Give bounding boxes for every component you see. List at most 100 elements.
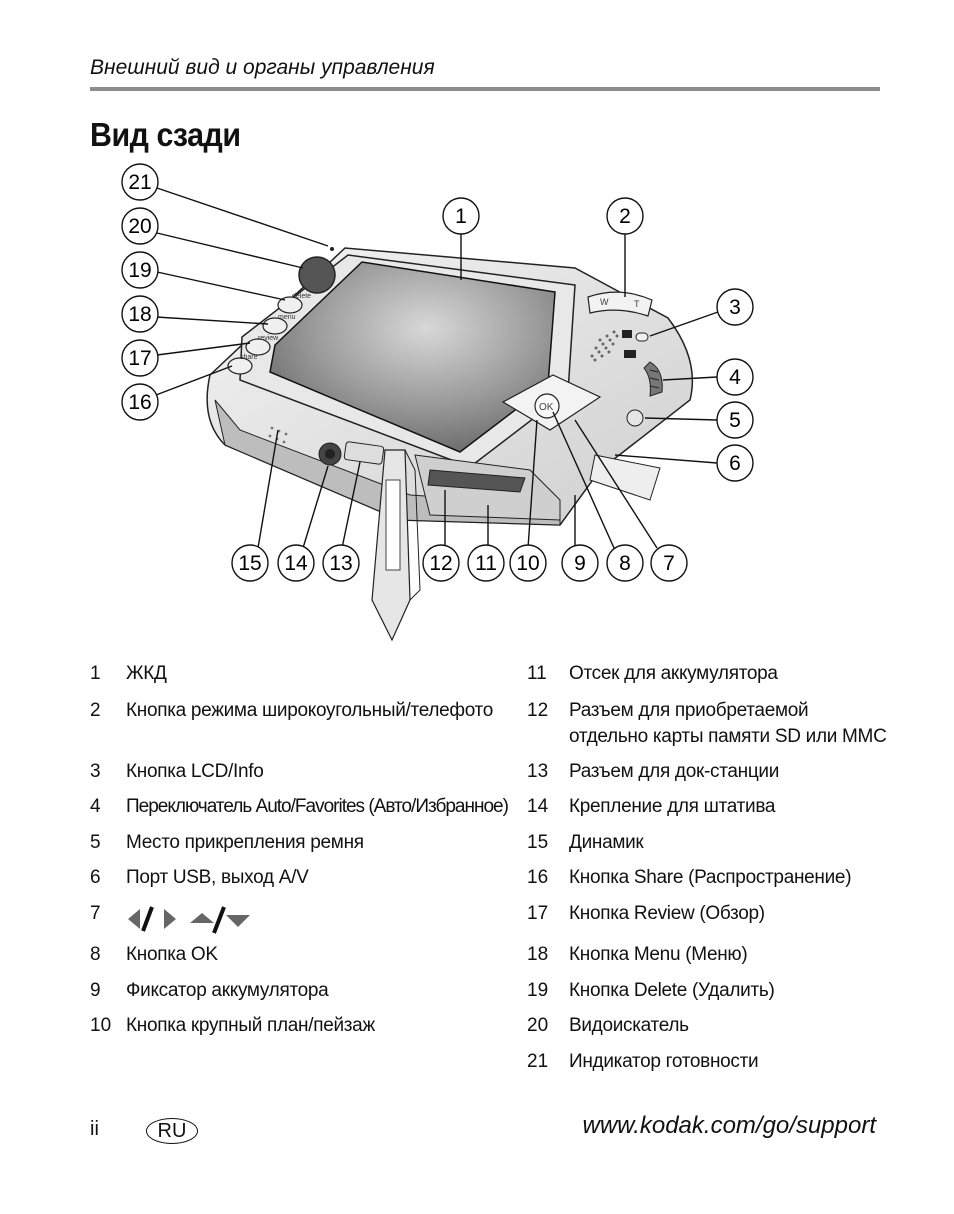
legend-num: 6 bbox=[90, 867, 101, 888]
callout-5: 5 bbox=[716, 401, 754, 439]
callout-18: 18 bbox=[121, 295, 159, 333]
legend-text: Переключатель Auto/Favorites (Авто/Избра… bbox=[126, 796, 509, 817]
svg-text:1: 1 bbox=[455, 205, 467, 228]
legend-num: 7 bbox=[90, 903, 101, 924]
legend-num: 19 bbox=[527, 980, 549, 1001]
svg-text:5: 5 bbox=[729, 409, 741, 432]
svg-text:18: 18 bbox=[128, 303, 151, 326]
ok-label: OK bbox=[539, 402, 554, 413]
lcd-screen bbox=[239, 254, 576, 468]
legend-text: Разъем для док-станции bbox=[569, 761, 780, 782]
callout-15: 15 bbox=[231, 544, 269, 582]
legend-text: Место прикрепления ремня bbox=[126, 832, 364, 853]
lcd-info-icon bbox=[622, 330, 632, 338]
svg-text:2: 2 bbox=[619, 205, 631, 228]
menu-button[interactable] bbox=[262, 317, 288, 335]
legend-item: 17 Кнопка Review (Обзор) bbox=[527, 903, 765, 925]
legend-text: Кнопка Review (Обзор) bbox=[569, 903, 765, 924]
callout-1: 1 bbox=[442, 197, 480, 235]
legend-num: 4 bbox=[90, 796, 101, 817]
menu-label: menu bbox=[278, 314, 296, 321]
svg-text:12: 12 bbox=[429, 552, 452, 575]
wide-label: W bbox=[600, 297, 609, 307]
legend-text: Кнопка режима широкоугольный/телефото bbox=[126, 700, 494, 721]
mode-switch[interactable] bbox=[643, 361, 663, 397]
callouts: 1 2 3 4 5 6 7 8 9 10 11 12 13 14 15 16 1… bbox=[121, 163, 754, 582]
review-label: review bbox=[258, 335, 279, 342]
page-number: ii bbox=[90, 1118, 99, 1140]
legend-num: 9 bbox=[90, 980, 101, 1001]
svg-text:11: 11 bbox=[475, 552, 497, 575]
svg-text:8: 8 bbox=[619, 552, 631, 575]
lcd-info-button[interactable] bbox=[635, 332, 649, 342]
callout-3: 3 bbox=[716, 288, 754, 326]
support-url[interactable]: www.kodak.com/go/support bbox=[582, 1112, 876, 1139]
review-button[interactable] bbox=[245, 338, 271, 356]
svg-text:14: 14 bbox=[284, 552, 308, 575]
legend-num: 14 bbox=[527, 796, 549, 817]
svg-text:21: 21 bbox=[128, 171, 151, 194]
camera-rear-diagram: delete menu review share W T OK bbox=[121, 163, 754, 642]
callout-9: 9 bbox=[561, 544, 599, 582]
delete-button[interactable] bbox=[277, 296, 303, 314]
legend-text-line: отдельно карты памяти SD или MMC bbox=[569, 726, 887, 747]
callout-13: 13 bbox=[322, 544, 360, 582]
callout-11: 11 bbox=[467, 544, 505, 582]
language-badge: RU bbox=[146, 1118, 198, 1144]
legend-num: 1 bbox=[90, 663, 101, 684]
legend-item: 14 Крепление для штатива bbox=[527, 796, 775, 818]
callout-14: 14 bbox=[277, 544, 315, 582]
callout-4: 4 bbox=[716, 358, 754, 396]
legend-num: 21 bbox=[527, 1051, 549, 1072]
svg-text:17: 17 bbox=[128, 347, 151, 370]
callout-7: 7 bbox=[650, 544, 688, 582]
usb-door bbox=[589, 454, 661, 501]
svg-text:20: 20 bbox=[128, 215, 151, 238]
speaker-grille bbox=[590, 330, 619, 362]
callout-10: 10 bbox=[509, 544, 547, 582]
callout-12: 12 bbox=[422, 544, 460, 582]
svg-text:19: 19 bbox=[128, 259, 151, 282]
callout-19: 19 bbox=[121, 251, 159, 289]
svg-text:16: 16 bbox=[128, 391, 151, 414]
favorites-icon bbox=[624, 350, 636, 358]
legend-text: Кнопка Menu (Меню) bbox=[569, 944, 748, 965]
legend-text: Кнопка крупный план/пейзаж bbox=[126, 1015, 375, 1036]
zoom-button[interactable]: W T bbox=[587, 291, 653, 317]
legend-text: Крепление для штатива bbox=[569, 796, 776, 817]
header-divider bbox=[90, 87, 880, 91]
legend-text: Динамик bbox=[569, 832, 644, 853]
legend-text: Кнопка Delete (Удалить) bbox=[569, 980, 775, 1001]
legend-item: 11 Отсек для аккумулятора bbox=[527, 663, 778, 685]
leader-lines bbox=[155, 187, 719, 549]
page-title: Вид сзади bbox=[90, 116, 241, 153]
tele-label: T bbox=[634, 299, 640, 309]
legend-item: 7 bbox=[90, 903, 256, 935]
share-button[interactable] bbox=[227, 357, 253, 375]
callout-17: 17 bbox=[121, 339, 159, 377]
legend-text: Кнопка Share (Распространение) bbox=[569, 867, 852, 888]
legend-text: Кнопка OK bbox=[126, 944, 218, 965]
legend-num: 8 bbox=[90, 944, 101, 965]
legend-num: 20 bbox=[527, 1015, 549, 1036]
dock-connector bbox=[343, 441, 385, 465]
battery-door[interactable] bbox=[371, 449, 421, 642]
legend-item: 19 Кнопка Delete (Удалить) bbox=[527, 980, 775, 1002]
legend-text: Фиксатор аккумулятора bbox=[126, 980, 329, 1001]
legend-num: 16 bbox=[527, 867, 549, 888]
callout-2: 2 bbox=[606, 197, 644, 235]
legend-num: 17 bbox=[527, 903, 549, 924]
svg-text:7: 7 bbox=[663, 552, 675, 575]
callout-21: 21 bbox=[121, 163, 159, 201]
legend-num: 11 bbox=[527, 663, 547, 684]
ready-light bbox=[330, 247, 334, 251]
share-label: share bbox=[240, 354, 258, 361]
delete-label: delete bbox=[292, 293, 311, 300]
legend-text: Отсек для аккумулятора bbox=[569, 663, 778, 684]
